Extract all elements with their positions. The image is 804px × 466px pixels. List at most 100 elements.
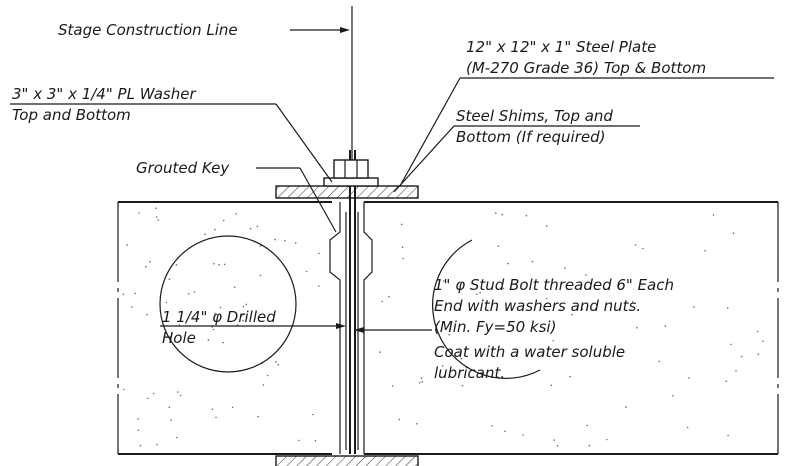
stipple-dot <box>704 250 706 252</box>
stipple-dot <box>740 355 743 358</box>
right-slab <box>364 201 779 455</box>
stipple-dot <box>588 444 591 447</box>
bolt-label-1: 1" φ Stud Bolt threaded 6" Each <box>434 276 674 294</box>
stipple-dot <box>757 353 760 356</box>
stipple-dot <box>642 247 644 250</box>
stipple-dot <box>571 313 573 316</box>
stipple-dot <box>122 293 125 296</box>
stipple-dot <box>318 285 320 287</box>
stipple-dot <box>259 245 262 247</box>
hole-label-1: 1 1/4" φ Drilled <box>162 308 276 326</box>
stipple-dot <box>504 430 506 433</box>
stipple-dot <box>149 260 151 263</box>
stipple-dot <box>138 212 140 214</box>
stipple-dot <box>501 213 504 216</box>
stipple-dot <box>585 274 587 276</box>
bolt-label-5: lubricant. <box>434 364 505 382</box>
stipple-dot <box>231 406 234 409</box>
stipple-dot <box>259 274 262 277</box>
stipple-dot <box>545 225 548 227</box>
top-steel-plate <box>275 185 419 199</box>
stipple-dot <box>556 444 559 447</box>
stipple-dot <box>756 330 759 333</box>
stipple-dot <box>175 264 178 266</box>
stipple-dot <box>249 227 252 230</box>
stipple-dot <box>212 328 215 331</box>
stipple-dot <box>553 439 555 441</box>
stipple-dot <box>448 333 451 336</box>
stipple-dot <box>305 270 308 273</box>
stipple-dot <box>507 262 509 265</box>
right-drilled-hole <box>432 239 541 379</box>
stipple-dot <box>274 238 276 241</box>
stipple-dot <box>214 228 216 231</box>
stipple-dot <box>460 357 463 360</box>
stipple-dot <box>312 413 314 416</box>
stipple-dot <box>727 434 729 437</box>
concrete-stipple <box>122 207 764 447</box>
stipple-dot <box>157 219 160 221</box>
stipple-dot <box>214 312 216 315</box>
stipple-dot <box>381 300 384 303</box>
stipple-dot <box>241 313 244 315</box>
stipple-dot <box>730 343 732 346</box>
shims-label-2: Bottom (If required) <box>456 128 605 146</box>
stipple-dot <box>735 369 737 372</box>
stipple-dot <box>476 293 478 296</box>
stipple-dot <box>284 240 286 242</box>
stipple-dot <box>552 340 554 342</box>
stipple-dot <box>634 244 637 246</box>
stipple-dot <box>242 319 244 322</box>
stipple-dot <box>137 429 140 432</box>
stipple-dot <box>155 216 158 218</box>
stipple-dot <box>207 339 210 341</box>
stipple-dot <box>762 340 764 343</box>
stipple-dot <box>525 214 528 217</box>
stipple-dot <box>664 325 667 327</box>
stipple-dot <box>569 375 571 378</box>
bolt-label-2: End with washers and nuts. <box>434 297 641 315</box>
stipple-dot <box>379 351 381 353</box>
stipple-dot <box>400 223 403 226</box>
stipple-dot <box>398 418 401 421</box>
stipple-dot <box>139 444 142 447</box>
stipple-dot <box>275 360 277 363</box>
stage-line-label: Stage Construction Line <box>58 21 238 39</box>
stipple-dot <box>502 287 505 290</box>
stipple-dot <box>586 424 588 427</box>
stipple-dot <box>581 308 584 311</box>
stipple-dot <box>402 257 404 260</box>
stipple-dot <box>170 419 172 422</box>
grouted-key-label: Grouted Key <box>136 159 230 177</box>
stipple-dot <box>204 233 206 235</box>
stipple-dot <box>495 212 497 214</box>
stipple-dot <box>632 301 634 303</box>
stipple-dot <box>625 406 627 408</box>
leader-lines <box>10 27 774 333</box>
stipple-dot <box>223 219 225 222</box>
stipple-dot <box>610 302 613 304</box>
stipple-dot <box>726 307 729 309</box>
left-slab <box>117 201 340 455</box>
bottom-steel-plate <box>275 455 419 466</box>
stipple-dot <box>294 242 297 244</box>
stipple-dot <box>145 265 147 268</box>
stipple-dot <box>479 347 482 350</box>
stipple-dot <box>156 443 158 446</box>
stipple-dot <box>732 232 735 234</box>
stipple-dot <box>277 363 280 366</box>
stipple-dot <box>686 426 689 429</box>
steel-plate-label-1: 12" x 12" x 1" Steel Plate <box>466 38 656 56</box>
stipple-dot <box>236 324 239 326</box>
stipple-dot <box>176 436 178 439</box>
stipple-dot <box>461 384 464 387</box>
stipple-dot <box>531 260 534 263</box>
stipple-dot <box>606 438 608 441</box>
washer <box>323 177 379 187</box>
bolt-label-3: (Min. Fy=50 ksi) <box>434 318 556 336</box>
stipple-dot <box>658 360 660 363</box>
stipple-dot <box>187 293 190 295</box>
stipple-dot <box>262 384 265 386</box>
stipple-dot <box>134 292 136 295</box>
